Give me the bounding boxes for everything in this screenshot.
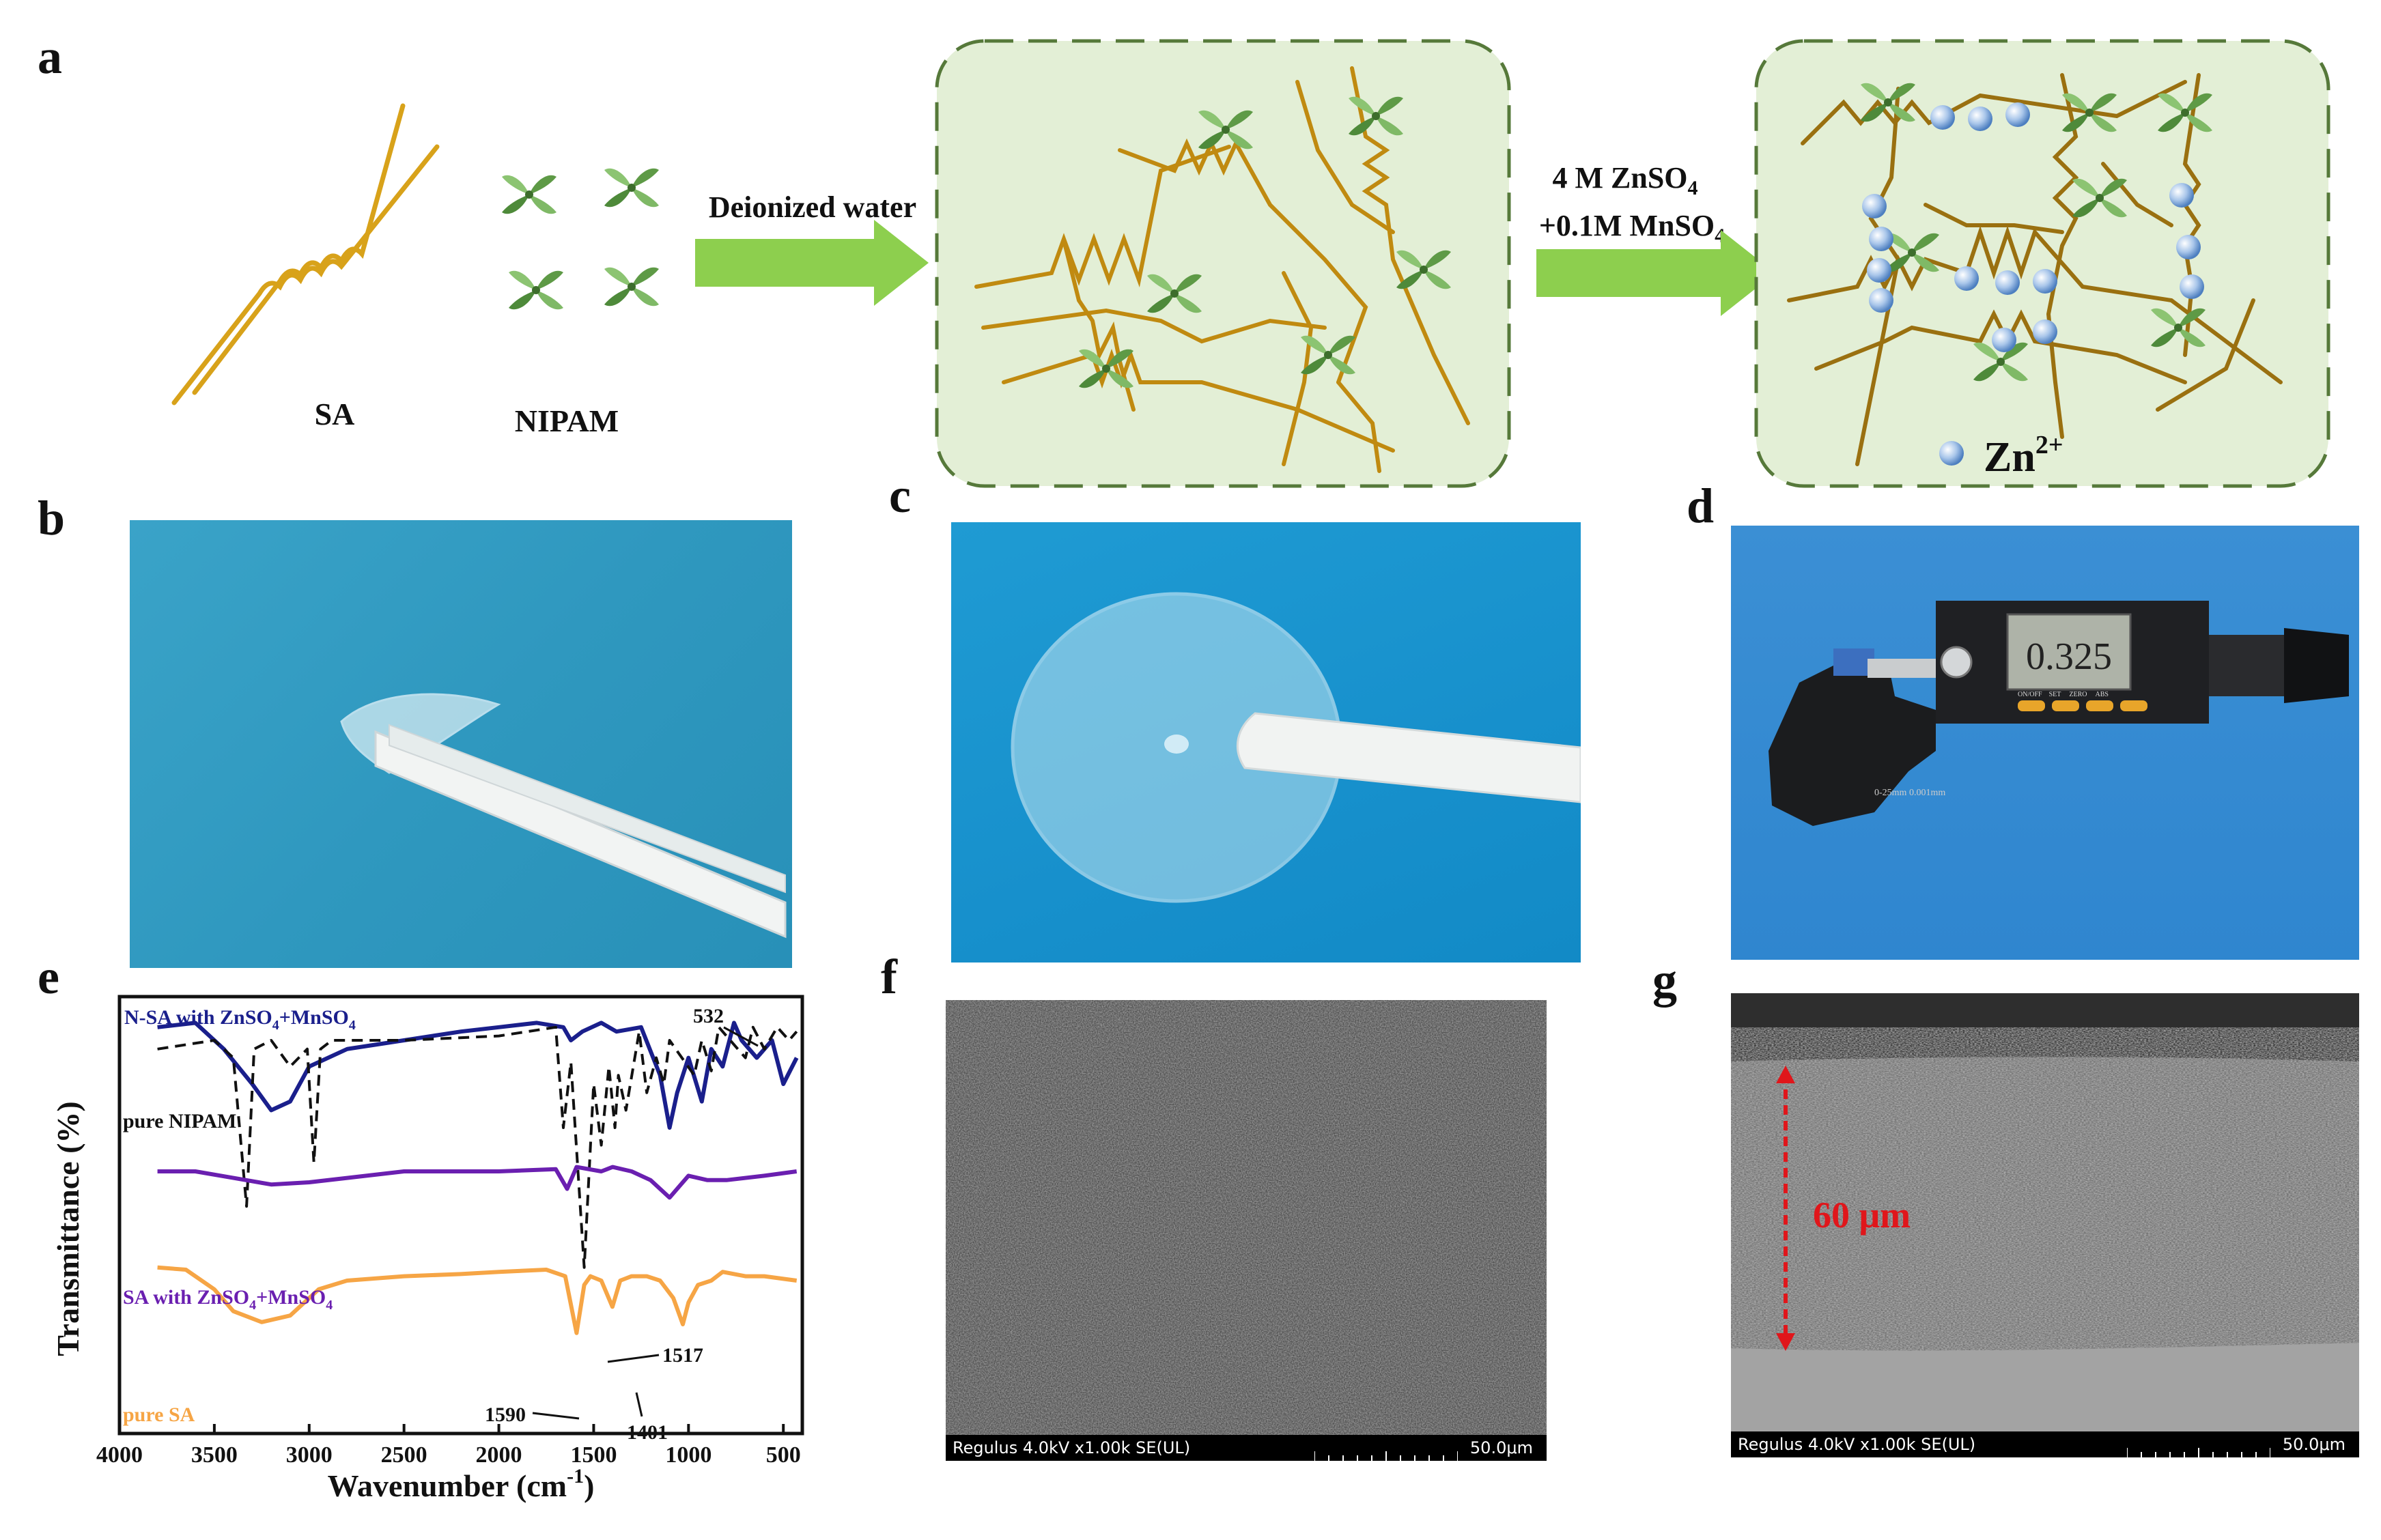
sem-f-info: Regulus 4.0kV x1.00k SE(UL) <box>953 1438 1191 1457</box>
x-tick-label: 500 <box>766 1442 801 1468</box>
scheme-diagram: SA NIPAM Deionized water 4 M ZnSO4 +0.1M… <box>171 39 2330 488</box>
micrometer-display: 0.325 <box>2026 636 2112 678</box>
x-tick-label: 2500 <box>381 1442 427 1468</box>
sa-label: SA <box>315 397 355 431</box>
sem-image-cross-section: 60 μm Regulus 4.0kV x1.00k SE(UL) 50.0μm <box>1731 993 2359 1457</box>
photo-hydrogel-disc <box>951 522 1581 962</box>
x-tick-label: 3000 <box>286 1442 333 1468</box>
x-tick-label: 1500 <box>570 1442 617 1468</box>
panel-letter-a: a <box>38 29 62 84</box>
panel-letter-f: f <box>881 950 897 1004</box>
zn-ions <box>1862 102 2204 466</box>
zn-gel-network-box <box>1754 39 2330 488</box>
series-label-pure-sa: pure SA <box>123 1403 195 1426</box>
series-label-nipam: pure NIPAM <box>123 1110 236 1132</box>
ftir-chart: Transmittance (%) 4000 3500 3000 2500 2000 15… <box>51 995 804 1503</box>
zn-ion-label: Zn2+ <box>1984 431 2063 481</box>
gel-network-box <box>935 39 1511 488</box>
x-tick-label: 4000 <box>96 1442 143 1468</box>
series-label-nsa: N-SA with ZnSO4+MnSO4 <box>124 1006 356 1033</box>
nipam-label: NIPAM <box>515 403 619 438</box>
series-line-1 <box>157 1025 798 1269</box>
sem-f-info-bar: Regulus 4.0kV x1.00k SE(UL) 50.0μm <box>946 1435 1547 1461</box>
series-layer <box>157 1021 799 1335</box>
x-tick-label: 1000 <box>665 1442 712 1468</box>
nipam-monomers <box>502 168 659 310</box>
annotation-532: 532 <box>693 1005 724 1027</box>
x-tick-label: 3500 <box>191 1442 238 1468</box>
sem-f-scale: 50.0μm <box>1469 1438 1533 1457</box>
series-line-3 <box>157 1265 798 1335</box>
annotation-1590: 1590 <box>485 1403 526 1426</box>
annotation-leader-1401 <box>635 1392 643 1417</box>
annotation-leader-532 <box>723 1026 759 1047</box>
sem-g-scale: 50.0μm <box>2282 1435 2345 1454</box>
sem-image-surface: Regulus 4.0kV x1.00k SE(UL) 50.0μm <box>946 1000 1547 1461</box>
x-ticks: 4000 3500 3000 2500 2000 1500 1000 500 <box>96 1424 801 1468</box>
micrometer-range-text: 0-25mm 0.001mm <box>1874 788 1945 798</box>
arrow1-label: Deionized water <box>709 190 916 224</box>
series-line-2 <box>157 1165 798 1200</box>
panel-letter-g: g <box>1652 953 1677 1008</box>
x-tick-label: 2000 <box>476 1442 522 1468</box>
series-label-sa-zn: SA with ZnSO4+MnSO4 <box>123 1286 333 1313</box>
arrow1-shape <box>695 220 929 306</box>
sa-chains <box>171 103 440 405</box>
annotation-1401: 1401 <box>627 1421 668 1444</box>
arrow2-label-line2: +0.1M MnSO4 <box>1539 209 1725 247</box>
panel-letter-b: b <box>38 491 66 545</box>
panel-letter-d: d <box>1687 479 1715 533</box>
arrow2-label-line1: 4 M ZnSO4 <box>1552 161 1697 199</box>
x-axis-label: Wavenumber (cm-1) <box>328 1465 595 1503</box>
thickness-label: 60 μm <box>1813 1195 1911 1236</box>
panel-letter-e: e <box>38 950 59 1004</box>
panel-letter-c: c <box>889 468 911 523</box>
sem-g-info-bar: Regulus 4.0kV x1.00k SE(UL) 50.0μm <box>1731 1431 2359 1457</box>
annotation-leader-1517 <box>607 1354 660 1363</box>
annotation-leader-1590 <box>532 1412 580 1420</box>
plot-frame <box>117 995 804 1436</box>
series-line-0 <box>157 1021 799 1130</box>
photo-hydrogel-tweezers <box>130 520 792 968</box>
annotation-1517: 1517 <box>662 1344 703 1367</box>
sem-g-info: Regulus 4.0kV x1.00k SE(UL) <box>1738 1435 1976 1454</box>
y-axis-label: Transmittance (%) <box>51 1101 85 1356</box>
annotations: 532 1517 1590 1401 <box>485 1005 759 1444</box>
arrow2-shape <box>1536 230 1775 316</box>
